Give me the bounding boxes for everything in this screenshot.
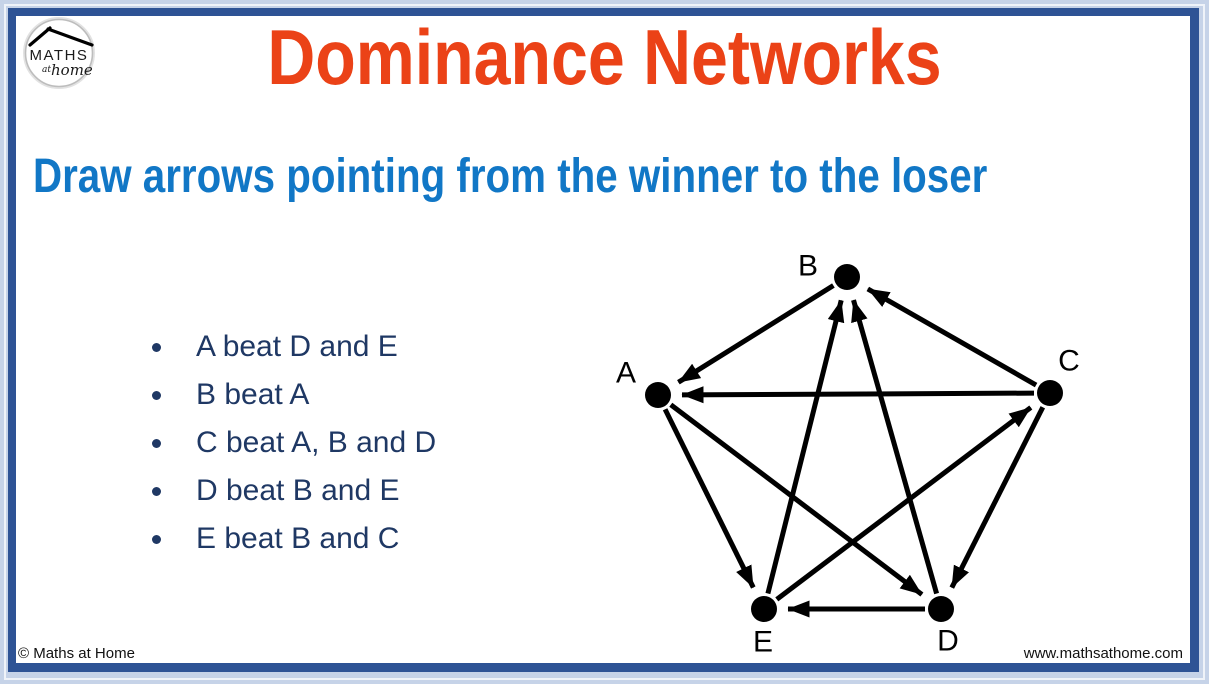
graph-edge-c-beats-a (681, 386, 1035, 404)
maths-at-home-logo: MATHS at home (23, 17, 95, 89)
graph-node-c (1037, 380, 1063, 406)
graph-node-label-b: B (798, 250, 818, 283)
graph-edge-a-beats-d (669, 402, 924, 597)
bullet-item-4: E beat B and C (150, 515, 436, 563)
graph-node-d (928, 596, 954, 622)
slide-content-area (16, 16, 1190, 663)
slide-title: Dominance Networks (267, 13, 942, 101)
website-url: www.mathsathome.com (1023, 645, 1183, 662)
bullet-item-1: B beat A (150, 371, 436, 419)
copyright-text: © Maths at Home (18, 645, 135, 662)
graph-edge-d-beats-b (851, 299, 940, 595)
graph-node-label-c: C (1058, 345, 1080, 378)
outer-pinstripe (4, 4, 1205, 680)
graph-node-e (751, 596, 777, 622)
slide-subtitle: Draw arrows pointing from the winner to … (33, 150, 988, 203)
dominance-graph: A B C D E (616, 250, 1080, 659)
logo-tagline-at: at (42, 65, 51, 75)
bullet-item-3: D beat B and E (150, 467, 436, 515)
logo-tagline-home: home (51, 61, 93, 79)
graph-edge-e-beats-b (765, 299, 845, 595)
graph-node-label-e: E (753, 626, 773, 659)
logo-outer-ring (23, 17, 95, 89)
graph-node-a (645, 382, 671, 408)
bullet-item-0: A beat D and E (150, 323, 436, 371)
graph-node-b (834, 264, 860, 290)
graph-edge-b-beats-a (677, 283, 835, 385)
logo-name: MATHS (30, 47, 89, 64)
graph-edge-c-beats-d (949, 406, 1046, 589)
roof-icon (46, 27, 94, 47)
bullet-item-2: C beat A, B and D (150, 419, 436, 467)
graph-edge-c-beats-b (866, 286, 1038, 388)
graph-edge-e-beats-c (775, 405, 1033, 602)
graph-node-label-d: D (937, 625, 959, 658)
roof-icon (28, 26, 52, 47)
graph-node-label-a: A (616, 357, 636, 390)
graph-edge-a-beats-e (662, 408, 756, 589)
